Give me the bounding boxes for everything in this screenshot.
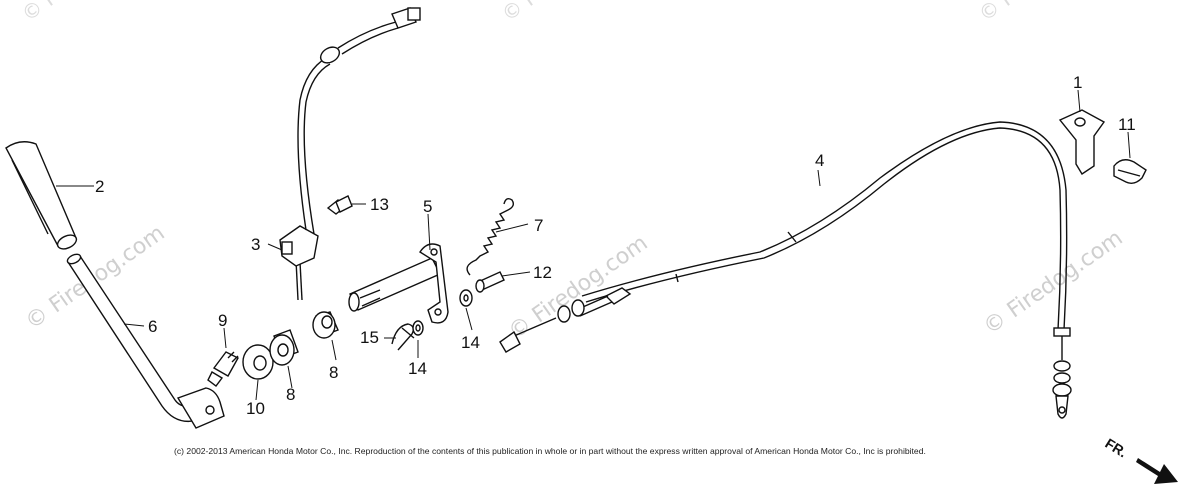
- callout-13: 13: [370, 195, 389, 214]
- callout-2: 2: [95, 177, 104, 196]
- callout-14-left: 14: [408, 359, 427, 378]
- part-10-washer: [242, 344, 274, 380]
- callout-14-right: 14: [461, 333, 480, 352]
- part-6-lever-arm: [66, 253, 225, 429]
- callout-8-right: 8: [329, 363, 338, 382]
- part-14-washer: [412, 289, 473, 336]
- part-12-pin: [475, 271, 505, 293]
- watermark-top-right: © Firedog: [974, 0, 1069, 26]
- watermarks: © Firedog © Firedog © Firedog © Firedog.…: [17, 0, 1127, 345]
- callout-4: 4: [815, 151, 824, 170]
- leader-lines: [56, 89, 1131, 401]
- part-15-cotter-pin: [391, 323, 415, 351]
- callout-7: 7: [534, 216, 543, 235]
- callout-15: 15: [360, 328, 379, 347]
- watermark-right: © Firedog.com: [979, 226, 1127, 340]
- callout-10: 10: [246, 399, 265, 418]
- watermark-top-left: © Firedog: [17, 0, 112, 26]
- part-11-cable-clip: [1113, 159, 1147, 185]
- watermark-center: © Firedog.com: [504, 231, 652, 345]
- front-direction-indicator: FR.: [1102, 435, 1178, 484]
- part-3-neutral-switch: [279, 7, 421, 301]
- callout-numbers: 1 2 3 4 5 6 7 8 8 9 10 11 12 13 14 14 15: [95, 73, 1136, 418]
- callout-1: 1: [1073, 73, 1082, 92]
- callout-11: 11: [1118, 115, 1136, 134]
- part-4-shift-cable: [499, 121, 1072, 419]
- copyright-notice: (c) 2002-2013 American Honda Motor Co., …: [174, 446, 926, 456]
- front-arrow-icon: [1136, 458, 1178, 484]
- part-9-bolt: [207, 351, 239, 387]
- part-1-cable-bracket: [1058, 109, 1106, 175]
- callout-8-left: 8: [286, 385, 295, 404]
- callout-6: 6: [148, 317, 157, 336]
- part-5-shift-shaft: [348, 243, 449, 324]
- part-7-spring: [466, 197, 515, 276]
- callout-12: 12: [533, 263, 552, 282]
- callout-3: 3: [251, 235, 260, 254]
- watermark-top-center: © Firedog: [497, 0, 592, 26]
- part-13-bolt: [326, 195, 353, 215]
- part-2-grip: [5, 141, 78, 250]
- callout-5: 5: [423, 197, 432, 216]
- part-8-bushing: [269, 311, 339, 366]
- front-label: FR.: [1102, 435, 1130, 461]
- callout-9: 9: [218, 311, 227, 330]
